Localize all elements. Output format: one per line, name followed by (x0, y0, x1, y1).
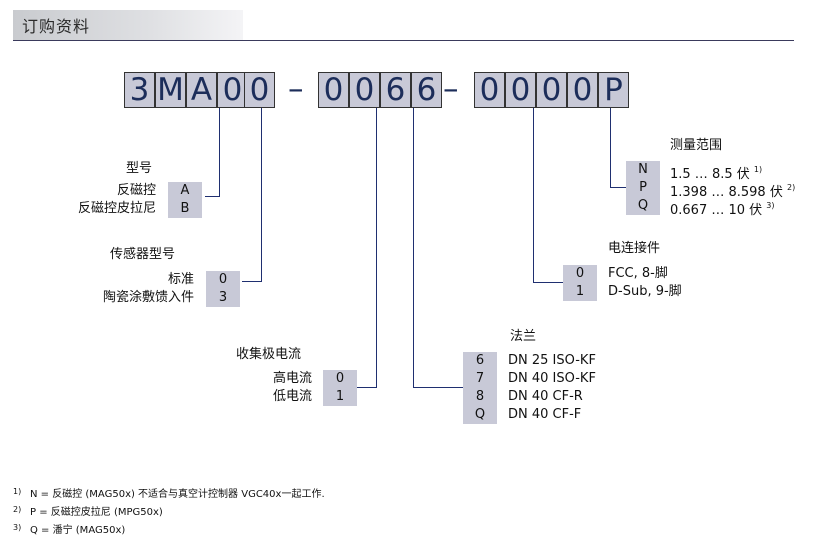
model-option-label: 反磁控 (116, 183, 156, 198)
footnote-number: 2) (13, 505, 22, 514)
flange-option-code: 6 (463, 352, 497, 370)
collector-option-code: 0 (323, 370, 357, 388)
code-char: 6 (411, 72, 442, 108)
code-char: 0 (217, 72, 248, 108)
collector-option-code: 1 (323, 388, 357, 406)
range-option-row: 1.5 … 8.5 伏 1) (670, 161, 762, 184)
connector-title: 电连接件 (608, 241, 661, 256)
footnote: 2) P = 反磁控皮拉尼 (MPG50x) (13, 504, 163, 519)
footnote-number: 1) (13, 487, 22, 496)
section-header-bar (13, 10, 243, 40)
connector-connector-line (533, 108, 534, 283)
code-separator: – (288, 71, 304, 107)
range-option-label: 1.5 … 8.5 伏 (670, 167, 750, 182)
flange-connector-line (413, 387, 463, 388)
range-connector-line (610, 187, 626, 188)
collector-option-label: 低电流 (272, 389, 312, 404)
range-title: 测量范围 (670, 138, 723, 153)
range-option-footnote-ref: 2) (786, 183, 796, 192)
flange-option-label: DN 40 ISO-KF (508, 371, 596, 386)
code-char: 0 (567, 72, 598, 108)
code-char: M (155, 72, 186, 108)
sensor-connector-line (242, 281, 262, 282)
sensor-type-title: 传感器型号 (110, 247, 176, 262)
flange-option-code: Q (463, 406, 497, 424)
sensor-type-option-code: 0 (206, 271, 240, 289)
model-connector-line (205, 196, 220, 197)
range-option-row: 0.667 … 10 伏 3) (670, 197, 775, 220)
code-char: 0 (244, 72, 275, 108)
flange-option-label: DN 40 CF-R (508, 389, 583, 404)
sensor-type-option-label: 标准 (167, 272, 194, 287)
connector-connector-line (533, 282, 563, 283)
footnote-text: Q = 潘宁 (MAG50x) (30, 525, 126, 536)
flange-option-label: DN 25 ISO-KF (508, 353, 596, 368)
range-connector-line (610, 108, 611, 188)
connector-option-label: FCC, 8-脚 (608, 266, 668, 281)
collector-option-label: 高电流 (272, 371, 312, 386)
range-option-code: Q (626, 197, 660, 215)
flange-option-code: 7 (463, 370, 497, 388)
range-option-label: 0.667 … 10 伏 (670, 203, 763, 218)
range-option-code: N (626, 161, 660, 179)
code-char: 0 (536, 72, 567, 108)
flange-connector-line (413, 108, 414, 388)
flange-option-code: 8 (463, 388, 497, 406)
code-char: 0 (318, 72, 349, 108)
code-char: 6 (380, 72, 411, 108)
footnote-number: 3) (13, 523, 22, 532)
sensor-connector-line (261, 108, 262, 282)
code-char: 0 (349, 72, 380, 108)
code-char: A (186, 72, 217, 108)
flange-option-label: DN 40 CF-F (508, 407, 582, 422)
sensor-type-option-label: 陶瓷涂敷馈入件 (102, 290, 194, 305)
flange-title: 法兰 (510, 329, 537, 344)
code-char: 0 (505, 72, 536, 108)
footnote-text: P = 反磁控皮拉尼 (MPG50x) (30, 507, 163, 518)
range-option-footnote-ref: 1) (753, 165, 763, 174)
model-option-code: A (168, 182, 202, 200)
code-char: 0 (474, 72, 505, 108)
footnote: 3) Q = 潘宁 (MAG50x) (13, 522, 125, 537)
sensor-type-option-code: 3 (206, 289, 240, 307)
connector-option-label: D-Sub, 9-脚 (608, 284, 682, 299)
collector-title: 收集极电流 (236, 347, 302, 362)
header-divider (13, 40, 794, 41)
range-option-row: 1.398 … 8.598 伏 2) (670, 179, 795, 202)
range-option-label: 1.398 … 8.598 伏 (670, 185, 783, 200)
code-char: P (598, 72, 629, 108)
code-char: 3 (124, 72, 155, 108)
collector-connector-line (357, 387, 377, 388)
range-option-footnote-ref: 3) (766, 201, 775, 210)
connector-option-code: 1 (563, 283, 597, 301)
connector-option-code: 0 (563, 265, 597, 283)
range-option-code: P (626, 179, 660, 197)
code-separator: – (443, 71, 459, 107)
footnote: 1) N = 反磁控 (MAG50x) 不适合与真空计控制器 VGC40x一起工作… (13, 486, 325, 501)
model-option-label: 反磁控皮拉尼 (77, 201, 156, 216)
model-connector-line (219, 108, 220, 197)
section-title: 订购资料 (22, 17, 91, 36)
model-option-code: B (168, 200, 202, 218)
model-title: 型号 (126, 161, 153, 176)
collector-connector-line (376, 108, 377, 388)
footnote-text: N = 反磁控 (MAG50x) 不适合与真空计控制器 VGC40x一起工作. (30, 489, 325, 500)
